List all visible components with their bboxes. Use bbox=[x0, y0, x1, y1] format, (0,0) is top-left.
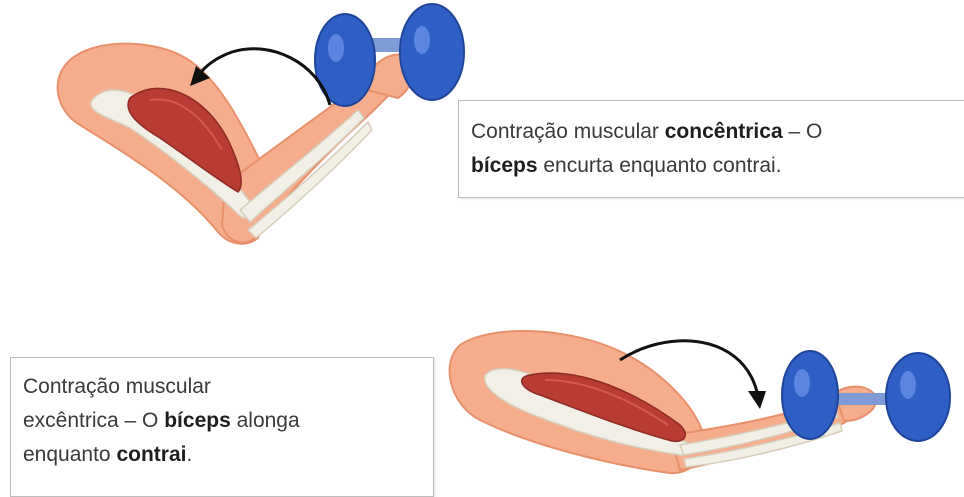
arm-extended-illustration bbox=[440, 305, 964, 489]
caption-concentric-line1: Contração muscular concêntrica – O bbox=[471, 115, 964, 149]
caption-eccentric: Contração muscular excêntrica – O bíceps… bbox=[10, 357, 434, 497]
dumbbell-icon bbox=[782, 351, 950, 441]
caption-term-biceps: bíceps bbox=[471, 154, 538, 177]
caption-text: encurta enquanto contrai. bbox=[538, 154, 782, 177]
caption-text: – O bbox=[783, 120, 823, 143]
caption-concentric-line2: bíceps encurta enquanto contrai. bbox=[471, 149, 964, 183]
caption-text: alonga bbox=[231, 409, 300, 432]
caption-text: . bbox=[186, 443, 192, 466]
caption-text: Contração muscular bbox=[471, 120, 665, 143]
caption-eccentric-line2: excêntrica – O bíceps alonga bbox=[23, 404, 423, 438]
caption-term-contrai: contrai bbox=[116, 443, 186, 466]
caption-text: enquanto bbox=[23, 443, 116, 466]
caption-concentric: Contração muscular concêntrica – O bícep… bbox=[458, 100, 964, 198]
caption-eccentric-line3: enquanto contrai. bbox=[23, 438, 423, 472]
caption-term-biceps: bíceps bbox=[164, 409, 231, 432]
caption-term-concentric: concêntrica bbox=[665, 120, 783, 143]
caption-text: excêntrica – O bbox=[23, 409, 164, 432]
arm-flexed-illustration bbox=[0, 0, 480, 260]
caption-eccentric-line1: Contração muscular bbox=[23, 370, 423, 404]
